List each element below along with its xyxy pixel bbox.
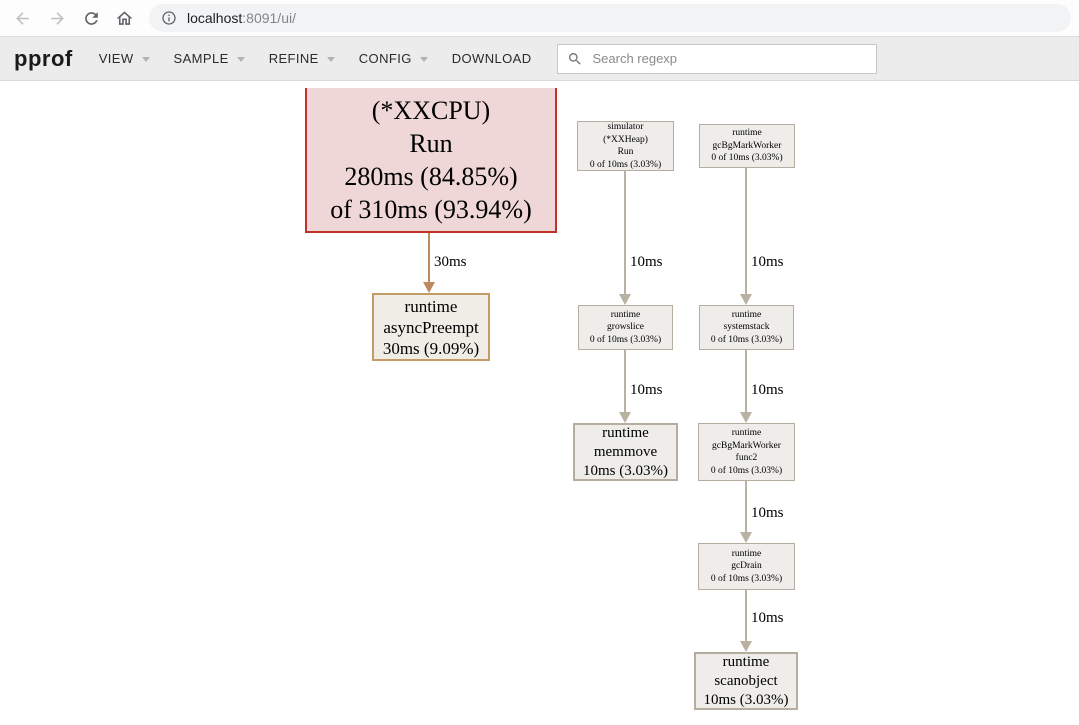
- node-label-line: runtime: [731, 309, 762, 320]
- chevron-down-icon: [419, 57, 428, 62]
- node-label-line: systemstack: [723, 322, 770, 333]
- menu-sample[interactable]: SAMPLE: [174, 51, 245, 66]
- edge-label: 10ms: [630, 254, 663, 270]
- pprof-call-graph: 30ms 10ms 10ms 10ms 10ms 10ms 10ms (*XXC…: [0, 81, 1079, 724]
- menu-config[interactable]: CONFIG: [359, 51, 428, 66]
- node-label-line: (*XXCPU): [371, 95, 491, 125]
- node-label-line: 0 of 10ms (3.03%): [589, 159, 662, 170]
- edge-label: 10ms: [751, 254, 784, 270]
- edge-label: 10ms: [751, 382, 784, 398]
- menu-view[interactable]: VIEW: [99, 51, 150, 66]
- node-label-line: Run: [409, 128, 453, 158]
- chevron-down-icon: [141, 57, 150, 62]
- menu-download[interactable]: DOWNLOAD: [451, 51, 532, 66]
- node-label-line: 0 of 10ms (3.03%): [710, 334, 783, 345]
- graph-node-scanobject[interactable]: runtime scanobject 10ms (3.03%): [694, 652, 798, 710]
- node-label-line: runtime: [731, 428, 762, 438]
- node-label-line: memmove: [593, 443, 658, 460]
- node-label-line: growslice: [607, 322, 644, 333]
- node-label-line: 0 of 10ms (3.03%): [589, 334, 662, 345]
- edge-arrowhead-icon: [740, 641, 752, 652]
- edge-arrowhead-icon: [423, 282, 435, 293]
- edge-label: 10ms: [751, 610, 784, 626]
- graph-node-asyncpreempt[interactable]: runtime asyncPreempt 30ms (9.09%): [372, 293, 490, 361]
- node-label-line: 10ms (3.03%): [583, 462, 668, 479]
- edge-label: 10ms: [630, 382, 663, 398]
- node-label-line: 280ms (84.85%): [344, 161, 518, 191]
- graph-node-gcbgmarkworker[interactable]: runtime gcBgMarkWorker 0 of 10ms (3.03%): [699, 124, 795, 168]
- edge-line: [745, 168, 747, 294]
- graph-node-memmove[interactable]: runtime memmove 10ms (3.03%): [573, 423, 678, 481]
- node-label-line: 0 of 10ms (3.03%): [710, 465, 783, 476]
- node-label-line: gcBgMarkWorker: [712, 140, 782, 151]
- graph-node-cpu-run[interactable]: (*XXCPU) Run 280ms (84.85%) of 310ms (93…: [305, 88, 557, 233]
- node-label-line: scanobject: [714, 672, 778, 689]
- edge-line: [624, 350, 626, 412]
- back-icon[interactable]: [12, 8, 32, 28]
- node-label-line: simulator: [607, 122, 644, 132]
- url-bar[interactable]: localhost:8091/ui/: [149, 4, 1071, 32]
- info-icon[interactable]: [161, 10, 177, 26]
- edge-label: 10ms: [751, 505, 784, 521]
- node-label-line: of 310ms (93.94%): [330, 194, 532, 224]
- node-label-line: 0 of 10ms (3.03%): [710, 573, 783, 584]
- graph-node-gcbgmarkworker-func2[interactable]: runtime gcBgMarkWorker func2 0 of 10ms (…: [698, 423, 795, 481]
- node-label-line: gcDrain: [731, 561, 762, 572]
- node-label-line: runtime: [602, 424, 649, 441]
- search-box: [557, 43, 878, 74]
- edge-line: [624, 170, 626, 294]
- edge-arrowhead-icon: [740, 294, 752, 305]
- graph-node-gcdrain[interactable]: runtime gcDrain 0 of 10ms (3.03%): [698, 543, 795, 590]
- edge-arrowhead-icon: [740, 412, 752, 423]
- search-icon: [569, 52, 582, 65]
- node-label-line: gcBgMarkWorker: [712, 440, 781, 451]
- edge-label: 30ms: [434, 254, 467, 270]
- node-label-line: runtime: [731, 548, 762, 559]
- edge-line: [745, 481, 747, 532]
- node-label-line: asyncPreempt: [383, 317, 479, 337]
- forward-icon[interactable]: [47, 8, 67, 28]
- node-label-line: 0 of 10ms (3.03%): [711, 153, 783, 164]
- graph-node-growslice[interactable]: runtime growslice 0 of 10ms (3.03%): [578, 305, 673, 350]
- node-label-line: 30ms (9.09%): [382, 338, 480, 358]
- edge-arrowhead-icon: [619, 412, 631, 423]
- node-label-line: runtime: [404, 296, 458, 316]
- url-host: localhost: [187, 10, 243, 26]
- menu-refine[interactable]: REFINE: [269, 51, 335, 66]
- node-label-line: (*XXHeap): [603, 134, 648, 145]
- chevron-down-icon: [326, 57, 335, 62]
- edge-line: [745, 350, 747, 412]
- node-label-line: func2: [735, 453, 758, 463]
- graph-node-simulator-run[interactable]: simulator (*XXHeap) Run 0 of 10ms (3.03%…: [577, 121, 674, 171]
- node-label-line: 10ms (3.03%): [703, 691, 789, 708]
- edge-arrowhead-icon: [740, 532, 752, 543]
- reload-icon[interactable]: [81, 8, 101, 28]
- home-icon[interactable]: [114, 8, 134, 28]
- menu-bar: VIEW SAMPLE REFINE CONFIG DOWNLOAD: [99, 51, 556, 66]
- node-label-line: runtime: [722, 653, 770, 670]
- edge-arrowhead-icon: [619, 294, 631, 305]
- node-label-line: runtime: [732, 128, 762, 139]
- url-path: :8091/ui/: [242, 10, 296, 26]
- graph-node-systemstack[interactable]: runtime systemstack 0 of 10ms (3.03%): [699, 305, 794, 350]
- edge-line: [428, 233, 430, 282]
- node-label-line: Run: [617, 147, 634, 157]
- edge-line: [745, 590, 747, 641]
- search-input[interactable]: [557, 43, 878, 74]
- browser-chrome: localhost:8091/ui/: [0, 0, 1079, 37]
- pprof-logo: pprof: [14, 45, 73, 71]
- node-label-line: runtime: [610, 309, 641, 320]
- chevron-down-icon: [236, 57, 245, 62]
- pprof-toolbar: pprof VIEW SAMPLE REFINE CONFIG DOWNLOAD: [0, 37, 1079, 81]
- url-text: localhost:8091/ui/: [187, 10, 296, 26]
